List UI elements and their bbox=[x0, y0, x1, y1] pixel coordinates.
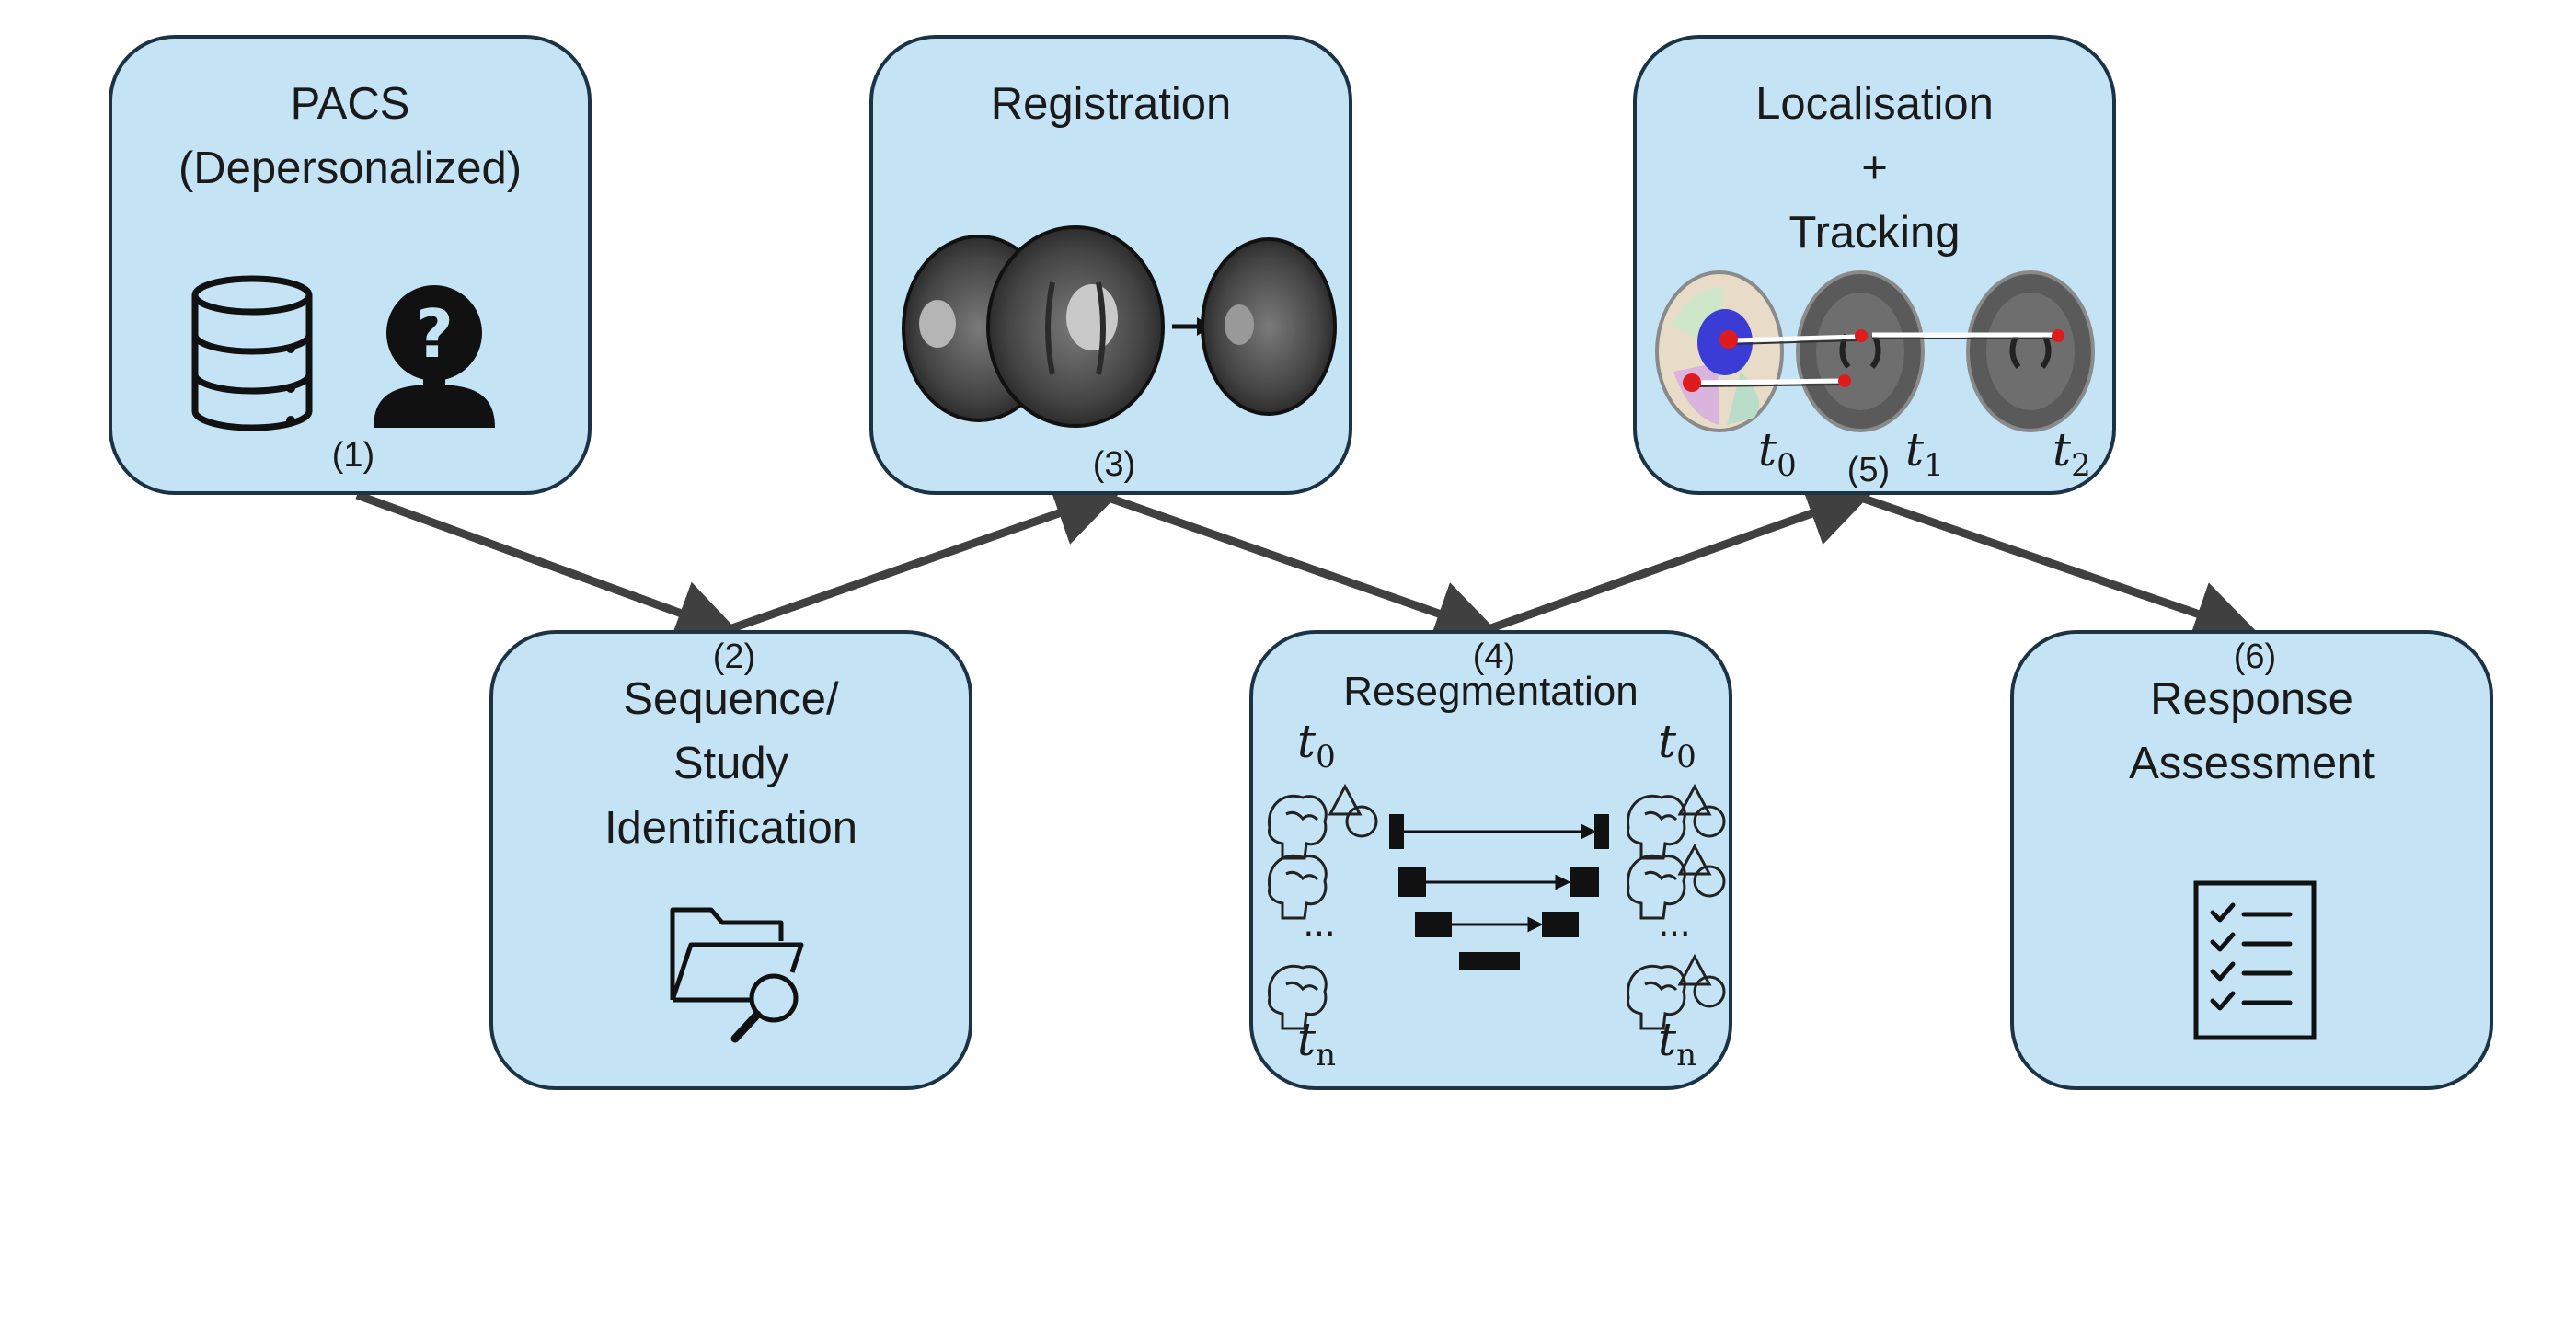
step-label: (4) bbox=[1472, 637, 1516, 676]
arrow-4-to-5 bbox=[1484, 482, 1874, 635]
sequence-box: (2) Sequence/ Study Identification bbox=[489, 630, 972, 1090]
arrow-1-to-2 bbox=[355, 490, 742, 645]
assessment-title: Assessment bbox=[2129, 739, 2375, 788]
arrow-2-to-3 bbox=[725, 481, 1121, 635]
step-label: (3) bbox=[1092, 445, 1136, 484]
brain-icon bbox=[1627, 964, 1686, 1030]
identification-title: Identification bbox=[604, 803, 858, 853]
folder-search-icon bbox=[670, 907, 804, 1043]
localisation-title: Localisation bbox=[1755, 79, 1994, 129]
unet-icon bbox=[1389, 814, 1609, 970]
tracking-title: Tracking bbox=[1788, 208, 1961, 258]
localisation-plus: + bbox=[1861, 144, 1888, 193]
shapes-icon bbox=[1677, 783, 1726, 838]
time-label-t1: t1 bbox=[1905, 423, 1944, 484]
time-label-t0: t0 bbox=[1758, 423, 1797, 484]
pacs-subtitle: (Depersonalized) bbox=[178, 144, 523, 193]
response-box: (6) Response Assessment bbox=[2010, 630, 2493, 1090]
brain-icon bbox=[1268, 854, 1328, 920]
arrow-3-to-4 bbox=[1104, 492, 1501, 646]
time-label-t0-left: t0 bbox=[1297, 715, 1336, 775]
registration-box: Registration (3) bbox=[869, 35, 1352, 495]
time-label-t0-right: t0 bbox=[1658, 715, 1696, 775]
svg-text:?: ? bbox=[415, 295, 454, 373]
step-label: (1) bbox=[331, 436, 375, 475]
pacs-box: PACS (Depersonalized) ? (1) bbox=[109, 35, 592, 495]
sequence-title: Sequence/ bbox=[623, 674, 839, 724]
tracking-point bbox=[1683, 373, 1701, 392]
brain-icon bbox=[1627, 854, 1686, 920]
registration-mri-images bbox=[902, 225, 1337, 428]
dots-left: ... bbox=[1303, 901, 1336, 944]
localisation-box: Localisation + Tracking bbox=[1633, 35, 2116, 495]
tracking-point bbox=[1855, 329, 1868, 342]
brain-icon bbox=[1627, 794, 1686, 860]
response-title: Response bbox=[2150, 674, 2353, 724]
checklist-icon bbox=[2193, 880, 2317, 1040]
study-title: Study bbox=[673, 739, 789, 788]
tracking-point bbox=[2052, 329, 2064, 342]
registration-title: Registration bbox=[990, 79, 1232, 129]
pacs-title: PACS bbox=[290, 79, 410, 129]
time-label-t2: t2 bbox=[2053, 423, 2091, 484]
unknown-person-icon: ? bbox=[374, 285, 495, 428]
database-icon bbox=[191, 275, 313, 431]
tracking-mri-images bbox=[1655, 270, 2095, 432]
arrow-5-to-6 bbox=[1857, 492, 2261, 646]
step-label: (2) bbox=[712, 637, 756, 676]
brain-mri-image bbox=[1201, 237, 1337, 416]
shapes-icon bbox=[1677, 953, 1726, 1008]
tracking-point bbox=[1719, 330, 1738, 349]
brain-icon bbox=[1268, 964, 1328, 1030]
brain-icon bbox=[1268, 794, 1328, 860]
step-label: (6) bbox=[2233, 637, 2277, 676]
resegmentation-diagram bbox=[1268, 783, 1726, 1030]
shapes-icon bbox=[1328, 783, 1378, 838]
tracking-point bbox=[1838, 374, 1851, 387]
shapes-icon bbox=[1677, 843, 1726, 898]
resegmentation-title: Resegmentation bbox=[1343, 669, 1639, 714]
step-label: (5) bbox=[1846, 451, 1891, 489]
time-label-tn-left: tn bbox=[1297, 1013, 1336, 1074]
resegmentation-box: (4) Resegmentation t0 t0 tn tn ... ... bbox=[1249, 630, 1732, 1090]
